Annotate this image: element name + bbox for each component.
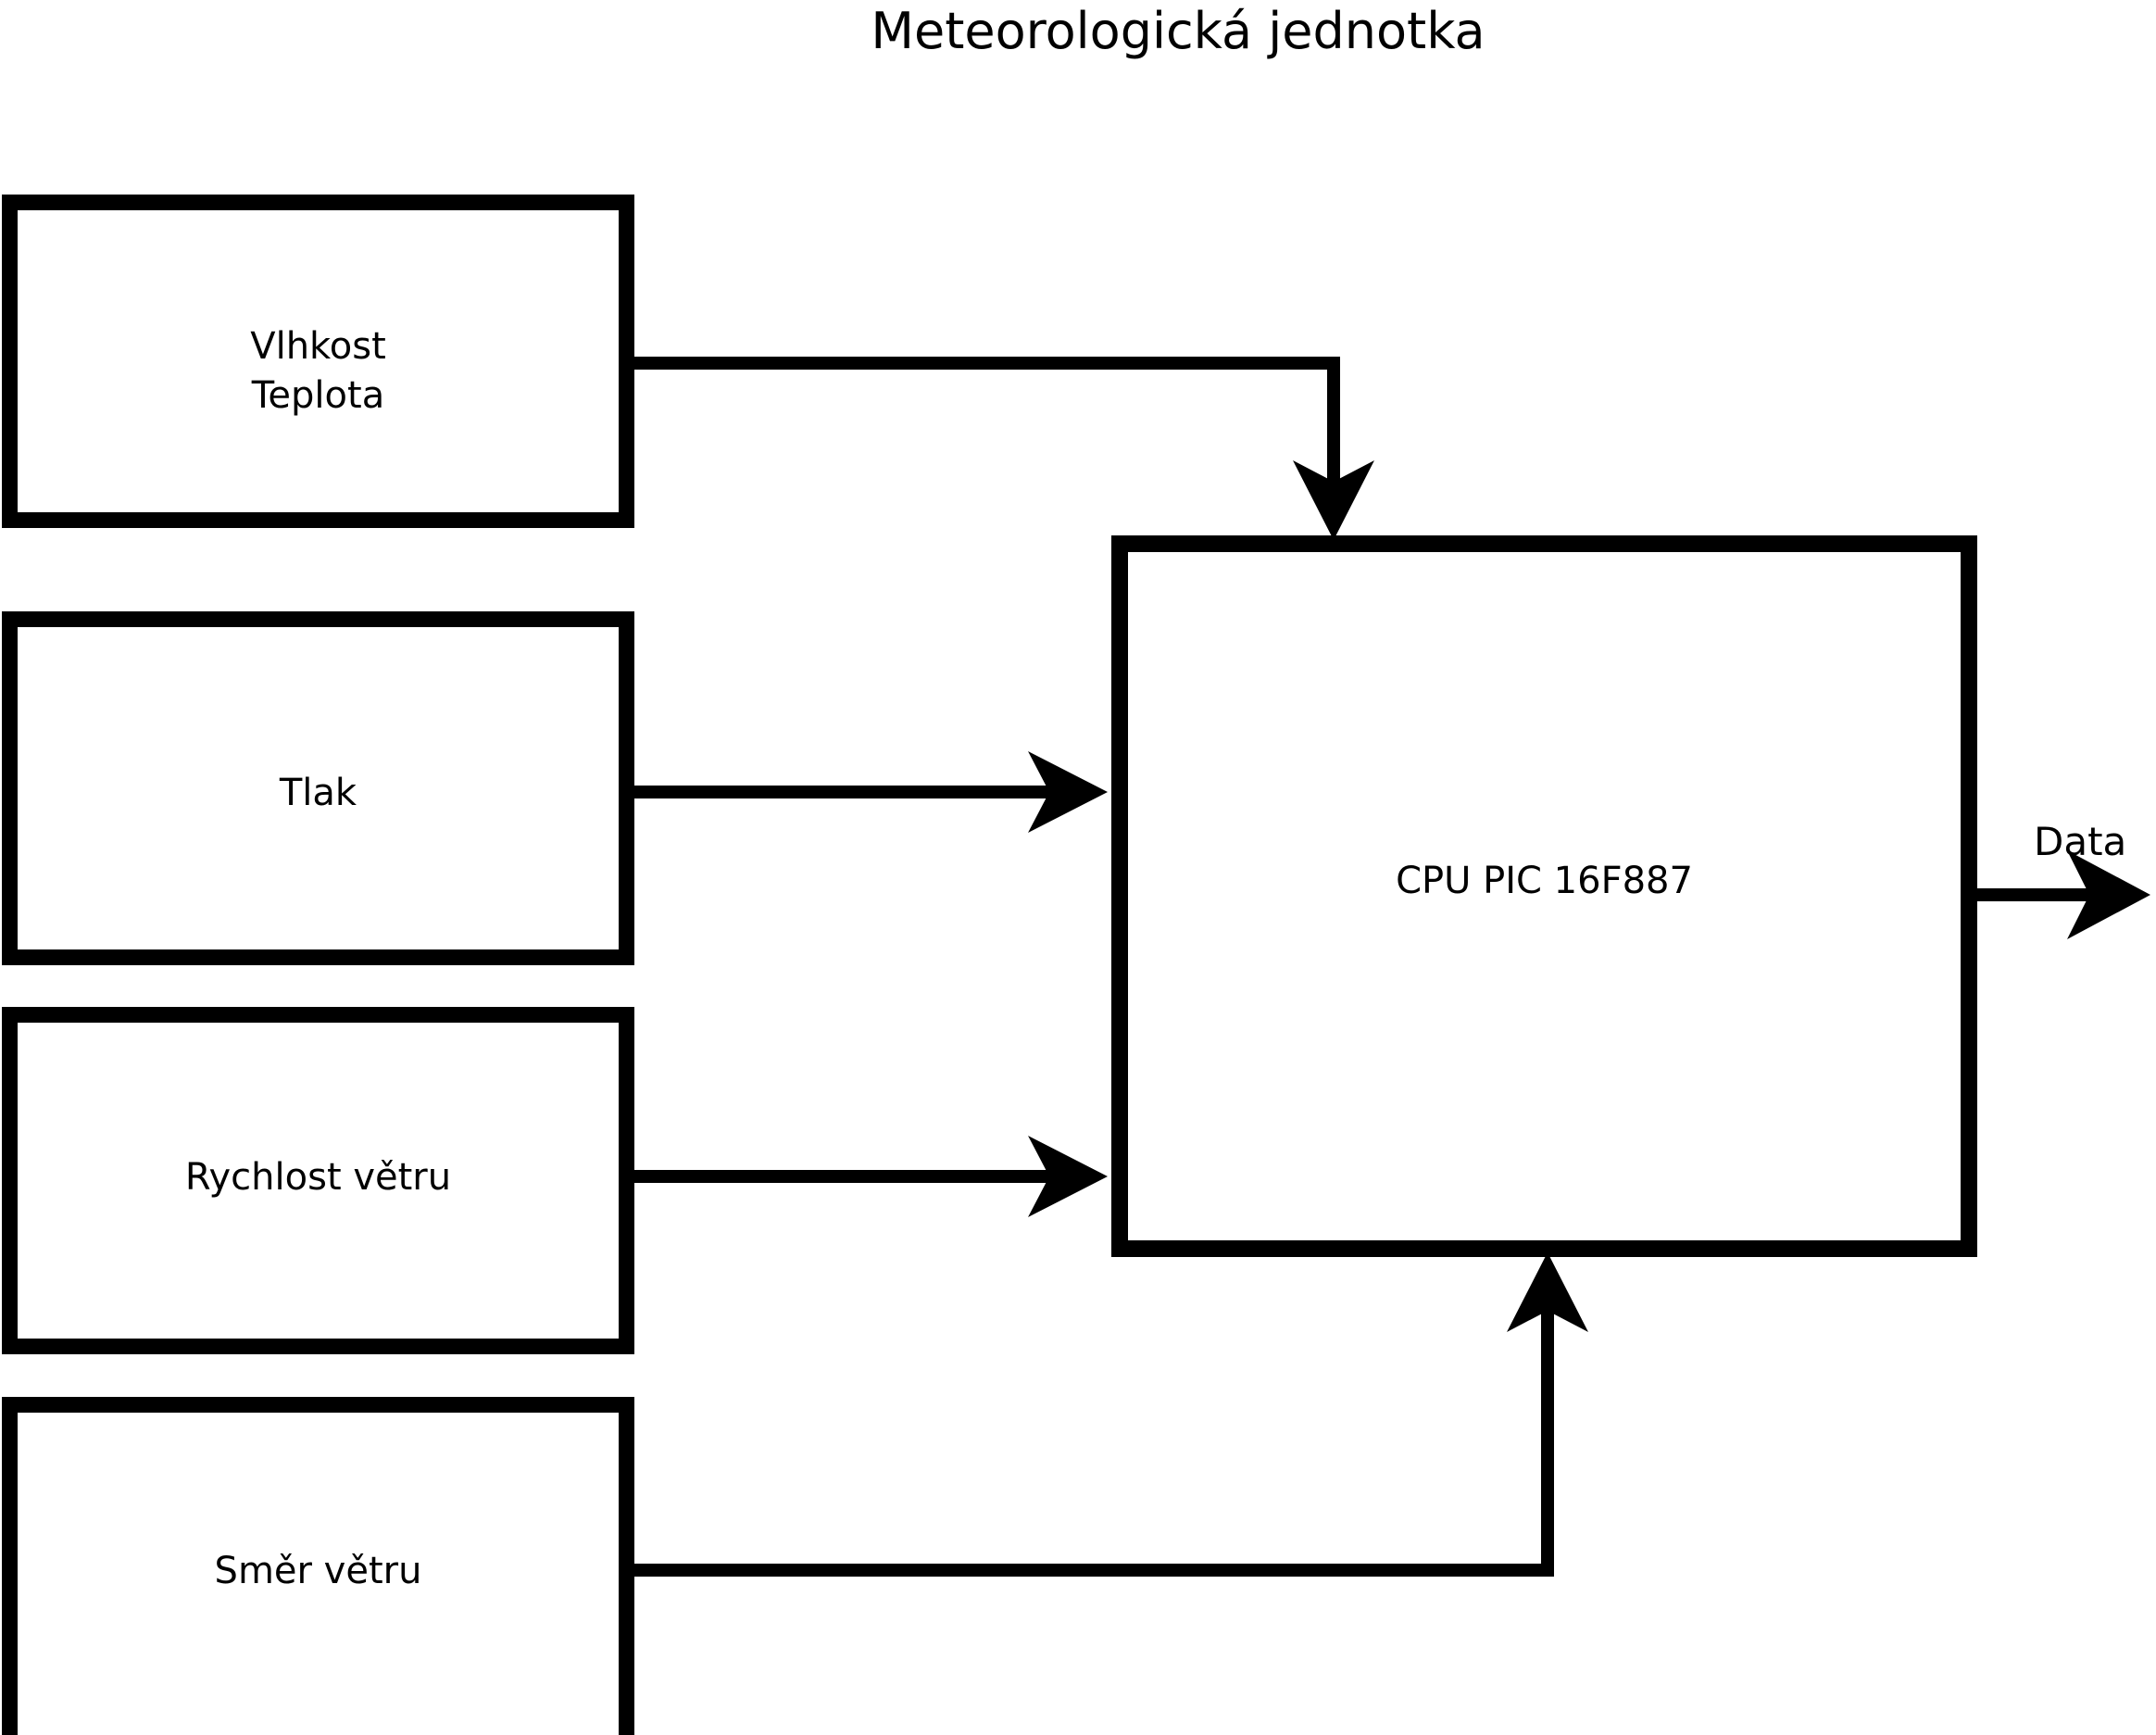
connector-cpu-data-out [1969, 850, 2150, 939]
arrowhead-right [2067, 850, 2150, 939]
page-title: Meteorologická jednotka [871, 2, 1485, 60]
block-wind-direction[interactable] [2, 1397, 634, 1735]
arrowhead-up [1507, 1252, 1588, 1332]
block-cpu[interactable] [1111, 535, 1977, 1257]
connector-pressure-to-cpu [628, 751, 1108, 833]
connector-humidity-to-cpu [628, 357, 1374, 540]
connector-wind-direction-to-cpu [628, 1252, 1588, 1577]
arrowhead-right [1028, 751, 1108, 833]
connector-wind-speed-to-cpu [628, 1136, 1108, 1217]
edge-label-data: Data [2034, 819, 2127, 864]
arrowhead-right [1028, 1136, 1108, 1217]
block-humidity-temperature[interactable] [2, 195, 634, 528]
block-pressure[interactable] [2, 611, 634, 965]
block-wind-speed[interactable] [2, 1007, 634, 1354]
arrowhead-down [1293, 460, 1374, 540]
